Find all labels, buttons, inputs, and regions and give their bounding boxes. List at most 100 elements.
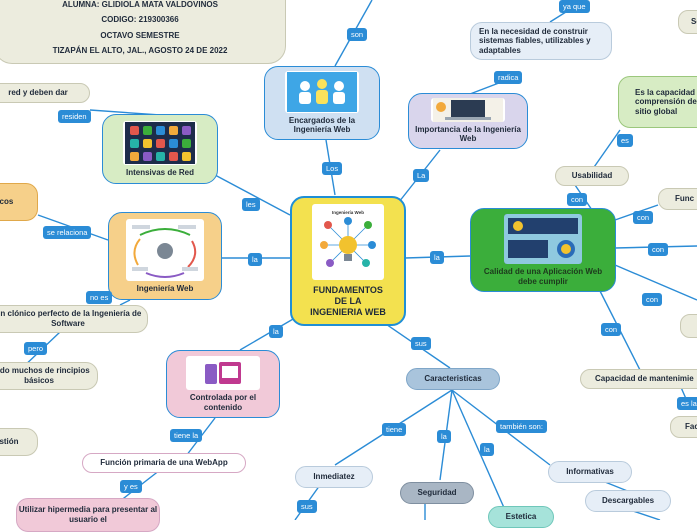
ingenieria-web-label: Ingeniería Web xyxy=(136,283,194,293)
link-label-y-es: y es xyxy=(120,480,142,493)
importancia-label: Importancia de la Ingeniería Web xyxy=(415,124,521,144)
cycle-diagram-icon xyxy=(128,220,202,279)
stion-node[interactable]: stión xyxy=(0,428,38,456)
inmediatez-node[interactable]: Inmediatez xyxy=(295,466,373,488)
func-label: Func xyxy=(675,194,695,204)
link-label-se-relaciona: se relaciona xyxy=(43,226,92,239)
link-label-son: son xyxy=(347,28,368,41)
controlada-label: Controlada por el contenido xyxy=(189,392,257,412)
right-edge-node[interactable] xyxy=(680,314,697,338)
link-label-con-mid: con xyxy=(648,243,669,256)
informativas-label: Informativas xyxy=(566,467,614,477)
laptop-icon xyxy=(433,98,503,122)
link-label-la-ingenieria: la xyxy=(248,253,262,266)
estetica-label: Estetica xyxy=(505,512,537,522)
hipermedia-label: Utilizar hipermedia para presentar al us… xyxy=(18,505,158,524)
clonico-node[interactable]: Un clónico perfecto de la Ingeniería de … xyxy=(0,305,148,333)
link-label-con-func: con xyxy=(633,211,654,224)
calidad-node[interactable]: Calidad de una Aplicación Web debe cumpl… xyxy=(470,208,616,292)
seguridad-node[interactable]: Seguridad xyxy=(400,482,474,504)
link-label-tiene-la: tiene la xyxy=(170,429,203,442)
capacidad-comp-label: Es la capacidad de comprensión del sitio… xyxy=(635,87,697,116)
link-label-pero: pero xyxy=(24,342,48,355)
link-label-la-controlada: la xyxy=(269,325,283,338)
seguridad-label: Seguridad xyxy=(417,488,457,498)
link-label-radica: radica xyxy=(494,71,523,84)
link-label-la-importancia: La xyxy=(413,169,430,182)
ficos-node[interactable]: ficos xyxy=(0,183,38,221)
caracteristicas-node[interactable]: Caracteristicas xyxy=(406,368,500,390)
se-right-node[interactable]: Se xyxy=(678,10,697,34)
ingenieria-web-image xyxy=(126,218,204,281)
controlada-image xyxy=(186,355,260,390)
student-info-card: ALUMNA: GLIDIOLA MATA VALDOVINOS CODIGO:… xyxy=(0,0,286,64)
estetica-node[interactable]: Estetica xyxy=(488,506,554,528)
inmediatez-label: Inmediatez xyxy=(313,472,355,482)
descargables-label: Descargables xyxy=(601,496,655,506)
link-label-la-calidad: la xyxy=(430,251,444,264)
intensivas-node[interactable]: Intensivas de Red xyxy=(102,114,218,184)
prestado-node[interactable]: stado muchos de rincipios básicos xyxy=(0,362,98,390)
encargados-node[interactable]: Encargados de la Ingeniería Web xyxy=(264,66,380,140)
informativas-node[interactable]: Informativas xyxy=(548,461,632,483)
student-semester: OCTAVO SEMESTRE xyxy=(100,30,180,40)
link-label-con-mant: con xyxy=(601,323,622,336)
team-icon xyxy=(287,71,357,112)
descargables-node[interactable]: Descargables xyxy=(585,490,671,512)
central-title: FUNDAMENTOS DE LA INGENIERIA WEB xyxy=(310,285,386,317)
red-deben-label: red y deben dar xyxy=(8,88,68,98)
prestado-label: stado muchos de rincipios básicos xyxy=(0,366,90,385)
intensivas-label: Intensivas de Red xyxy=(125,167,195,177)
link-label-sus-inmediatez: sus xyxy=(297,500,317,513)
link-label-tiene: tiene xyxy=(382,423,407,436)
fac-label: Fac xyxy=(685,422,697,432)
link-label-es-la: es la xyxy=(677,397,697,410)
link-label-la-seguridad: la xyxy=(437,430,451,443)
necesidad-node[interactable]: En la necesidad de construir sistemas fi… xyxy=(470,22,612,60)
importancia-node[interactable]: Importancia de la Ingeniería Web xyxy=(408,93,528,149)
student-code: CODIGO: 219300366 xyxy=(101,15,179,25)
funcion-primaria-label: Función primaria de una WebApp xyxy=(100,458,228,468)
func-node[interactable]: Func xyxy=(658,188,697,210)
capacidad-mant-label: Capacidad de mantenimie xyxy=(595,374,694,384)
usabilidad-label: Usabilidad xyxy=(571,171,613,181)
ingenieria-web-node[interactable]: Ingeniería Web xyxy=(108,212,222,300)
capacidad-comp-node[interactable]: Es la capacidad de comprensión del sitio… xyxy=(618,76,697,128)
link-label-no-es: no es xyxy=(86,291,113,304)
caracteristicas-label: Caracteristicas xyxy=(424,374,482,384)
encargados-image xyxy=(285,71,359,113)
calidad-label: Calidad de una Aplicación Web debe cumpl… xyxy=(483,266,603,286)
devices-icon xyxy=(205,361,241,384)
intensivas-image xyxy=(123,120,197,165)
central-image: Ingeniería Web xyxy=(312,204,384,281)
link-label-ya-que: ya que xyxy=(559,0,590,13)
controlada-node[interactable]: Controlada por el contenido xyxy=(166,350,280,418)
link-label-es: es xyxy=(617,134,633,147)
funcion-primaria-node[interactable]: Función primaria de una WebApp xyxy=(82,453,246,473)
necesidad-label: En la necesidad de construir sistemas fi… xyxy=(479,26,591,55)
link-label-sus: sus xyxy=(411,337,431,350)
place-date: TIZAPÁN EL ALTO, JAL., AGOSTO 24 DE 2022 xyxy=(52,46,228,56)
stion-label: stión xyxy=(0,437,19,447)
central-image-caption: Ingeniería Web xyxy=(332,209,364,215)
capacidad-mant-node[interactable]: Capacidad de mantenimie xyxy=(580,369,697,389)
student-name: ALUMNA: GLIDIOLA MATA VALDOVINOS xyxy=(62,0,218,9)
central-node[interactable]: Ingeniería Web FUNDAMENTOS DE LA INGENIE… xyxy=(290,196,406,326)
ficos-label: ficos xyxy=(0,197,14,207)
link-label-tambien-son: también son: xyxy=(496,420,547,433)
encargados-label: Encargados de la Ingeniería Web xyxy=(288,115,356,135)
network-bulb-icon xyxy=(320,216,376,267)
red-deben-node[interactable]: red y deben dar xyxy=(0,83,90,103)
link-label-les: les xyxy=(242,198,260,211)
link-label-con-usabilidad: con xyxy=(567,193,588,206)
usabilidad-node[interactable]: Usabilidad xyxy=(555,166,629,186)
fac-node[interactable]: Fac xyxy=(670,416,697,438)
clonico-label: Un clónico perfecto de la Ingeniería de … xyxy=(0,309,142,328)
hipermedia-node[interactable]: Utilizar hipermedia para presentar al us… xyxy=(16,498,160,532)
se-right-label: Se xyxy=(691,17,697,27)
importancia-image xyxy=(431,98,505,122)
link-label-con-low: con xyxy=(642,293,663,306)
link-label-la-estetica: la xyxy=(480,443,494,456)
calidad-image xyxy=(504,213,582,264)
link-label-residen: residen xyxy=(58,110,91,123)
